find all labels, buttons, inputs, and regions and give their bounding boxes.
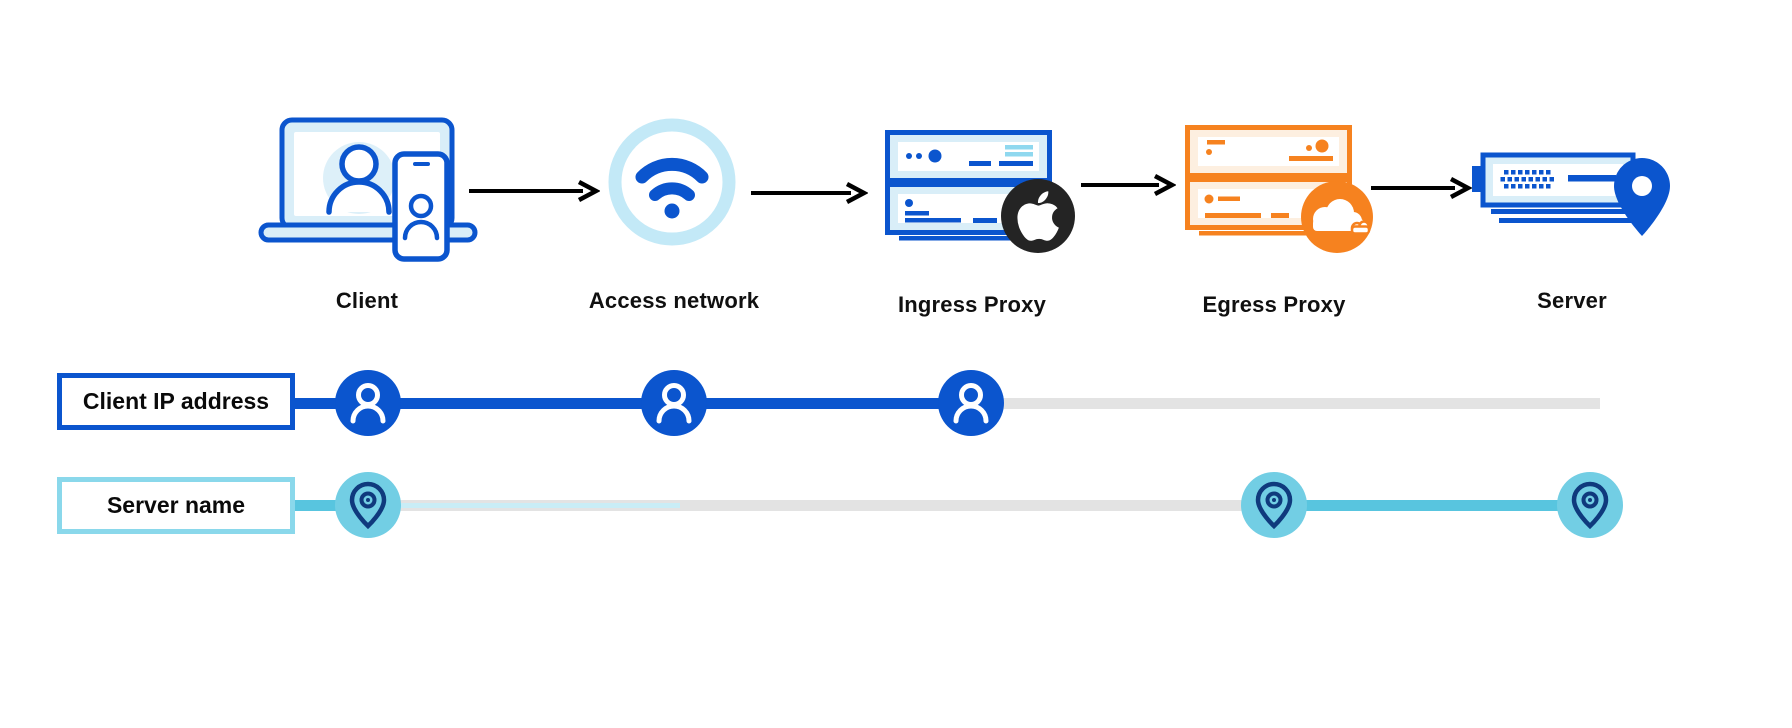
server-stack-icon [885,130,1075,253]
server-name-marker-client [335,472,401,538]
location-pin-icon [1255,481,1293,530]
arrow-egress-to-server [1371,177,1472,199]
wifi-icon [608,118,736,246]
server-name-marker-egress [1241,472,1307,538]
server-name-visible-segment [1274,500,1590,511]
person-icon [656,383,692,424]
location-pin-icon [1571,481,1609,530]
access-network-label: Access network [588,288,760,313]
arrow-client-to-access [469,180,600,202]
location-pin-icon [1614,158,1670,236]
client-ip-hidden-segment [972,398,1600,409]
person-icon [350,383,386,424]
client-ip-marker-client [335,370,401,436]
egress-proxy-label: Egress Proxy [1202,292,1346,317]
arrow-ingress-to-egress [1081,174,1176,196]
location-pin-icon [349,481,387,530]
egress-proxy-node [1185,125,1385,260]
access-network-node [605,115,739,249]
client-node [255,112,485,267]
server-node [1470,150,1680,245]
server-stack-icon [1185,125,1373,253]
server-name-lead-segment [292,500,372,511]
client-label: Client [335,288,399,313]
apple-logo-icon [1001,179,1075,253]
server-with-pin-icon [1472,152,1670,236]
server-name-lane-label: Server name [57,477,295,534]
ingress-proxy-label: Ingress Proxy [897,292,1047,317]
client-ip-marker-ingress [938,370,1004,436]
client-ip-marker-access [641,370,707,436]
server-name-faint-segment [372,503,680,508]
person-icon [953,383,989,424]
ingress-proxy-node [885,130,1085,260]
client-ip-lane-label: Client IP address [57,373,295,430]
server-dot-matrix [1500,170,1554,189]
server-name-hidden-segment [368,500,1274,511]
client-ip-visible-segment [292,398,972,409]
cloudflare-logo-icon [1301,181,1373,253]
server-name-marker-server [1557,472,1623,538]
server-label: Server [1537,288,1607,313]
laptop-phone-user-icon [258,117,478,262]
arrow-access-to-ingress [751,182,868,204]
